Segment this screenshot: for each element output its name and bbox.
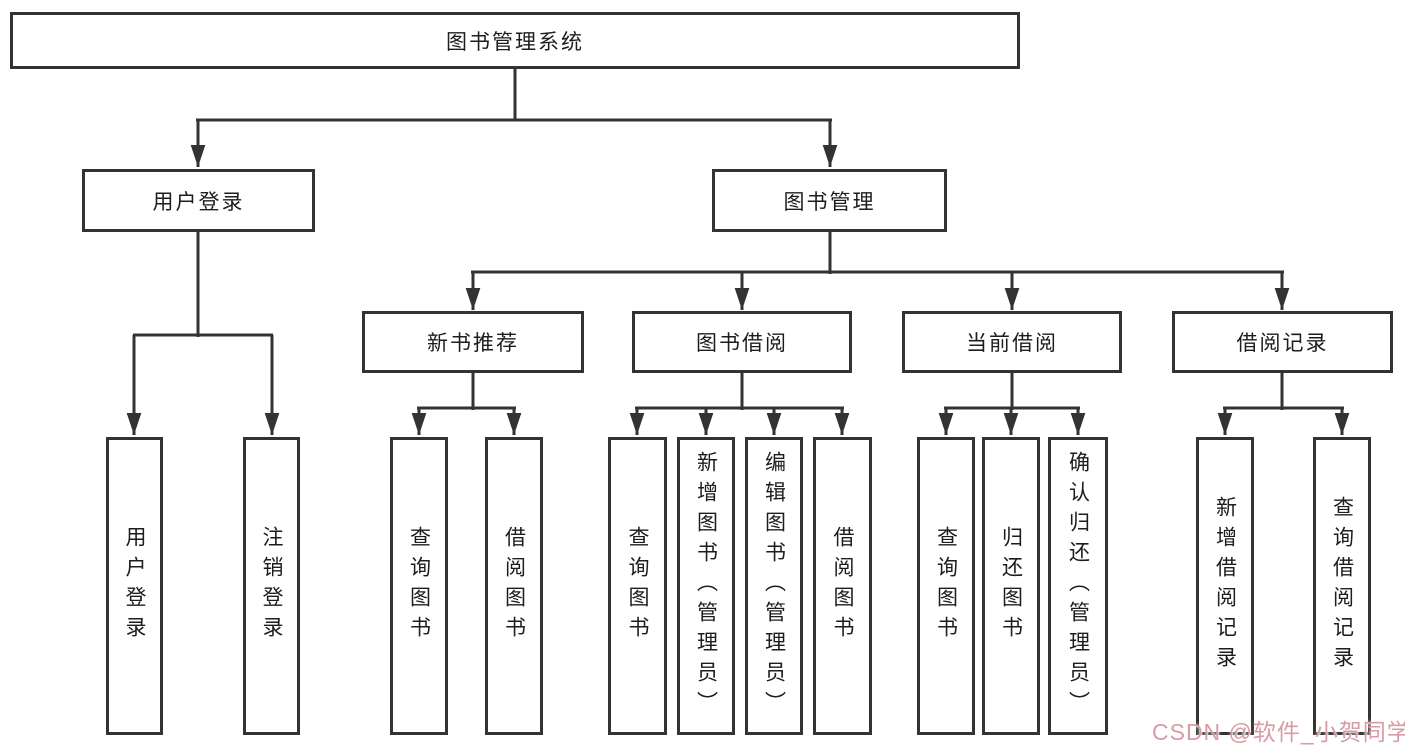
leaf-records-add-record-label: 新增借阅记录 [1213,496,1237,676]
leaf-borrow-borrow-books: 借阅图书 [813,437,872,735]
leaf-current-query-books: 查询图书 [917,437,975,735]
leaf-records-add-record: 新增借阅记录 [1196,437,1254,735]
leaf-current-confirm-return-admin: 确认归还（管理员） [1048,437,1108,735]
node-book-management: 图书管理 [712,169,947,232]
node-user-login: 用户登录 [82,169,315,232]
leaf-borrow-query-books-label: 查询图书 [626,526,649,646]
connector-current-borrow-children [938,372,1086,435]
leaf-borrow-query-books: 查询图书 [608,437,667,735]
leaf-current-return-books-label: 归还图书 [999,526,1023,646]
node-new-book-recommend: 新书推荐 [362,311,584,373]
node-book-borrow: 图书借阅 [632,311,852,373]
node-current-borrow: 当前借阅 [902,311,1122,373]
connector-new-book-recommend-children [411,372,522,435]
node-borrow-records: 借阅记录 [1172,311,1393,373]
leaf-current-return-books: 归还图书 [982,437,1040,735]
leaf-logout: 注销登录 [243,437,300,735]
leaf-recommend-query-books-label: 查询图书 [407,526,431,646]
connector-user-login-children [126,232,280,435]
leaf-borrow-borrow-books-label: 借阅图书 [831,526,854,646]
node-root: 图书管理系统 [10,12,1020,69]
leaf-recommend-borrow-books: 借阅图书 [485,437,543,735]
leaf-borrow-edit-books-admin: 编辑图书（管理员） [745,437,803,735]
leaf-logout-label: 注销登录 [260,526,283,646]
leaf-borrow-add-books-admin: 新增图书（管理员） [677,437,735,735]
connector-book-borrow-children [629,372,850,435]
node-book-management-label: 图书管理 [783,190,876,214]
leaf-current-confirm-return-admin-label: 确认归还（管理员） [1066,451,1090,721]
node-book-borrow-label: 图书借阅 [696,332,788,355]
leaf-borrow-edit-books-admin-label: 编辑图书（管理员） [762,451,786,721]
connector-root-to-level2 [190,68,838,167]
node-current-borrow-label: 当前借阅 [966,332,1058,355]
leaf-recommend-query-books: 查询图书 [390,437,448,735]
leaf-records-query-record-label: 查询借阅记录 [1330,496,1354,676]
leaf-recommend-borrow-books-label: 借阅图书 [502,526,526,646]
node-user-login-label: 用户登录 [152,190,245,214]
leaf-user-login-label: 用户登录 [123,526,146,646]
csdn-watermark: CSDN @软件_小贺同学 [1152,719,1405,745]
node-new-book-recommend-label: 新书推荐 [427,332,519,355]
connector-borrow-records-children [1217,372,1350,435]
leaf-records-query-record: 查询借阅记录 [1313,437,1371,735]
leaf-user-login: 用户登录 [106,437,163,735]
node-root-label: 图书管理系统 [446,30,584,54]
node-borrow-records-label: 借阅记录 [1236,332,1329,355]
connector-book-management-to-sections [465,232,1290,310]
leaf-current-query-books-label: 查询图书 [934,526,958,646]
leaf-borrow-add-books-admin-label: 新增图书（管理员） [694,451,718,721]
